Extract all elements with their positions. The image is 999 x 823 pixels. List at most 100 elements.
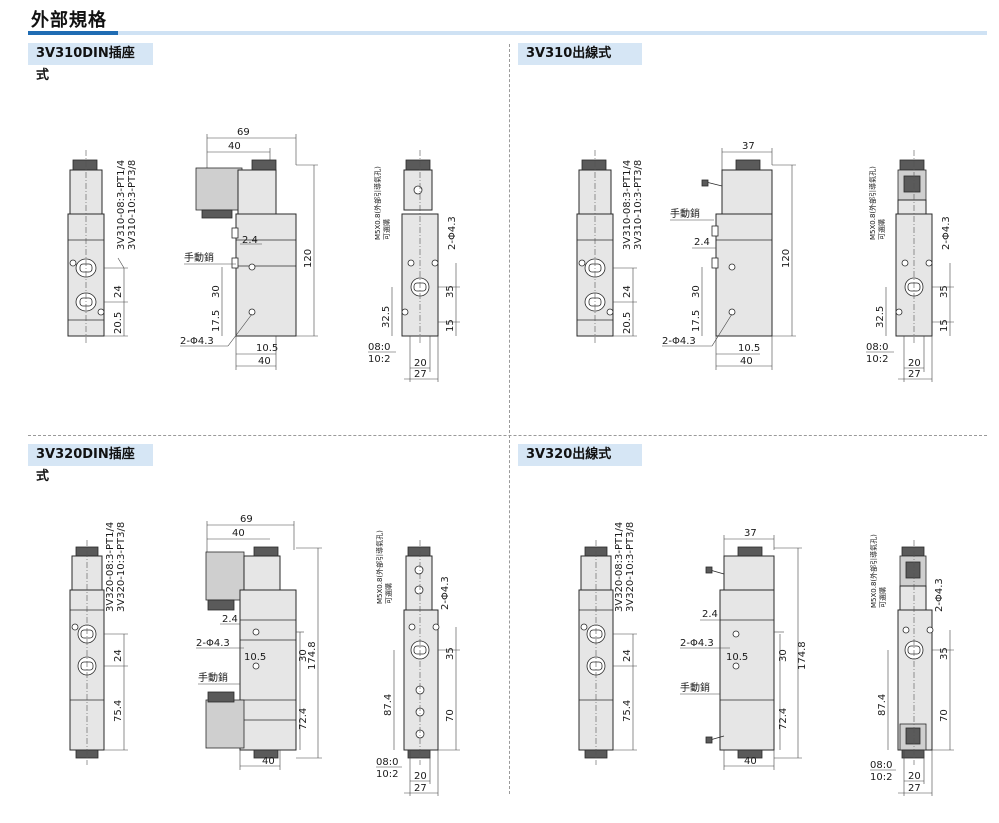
- dim-69: 69: [237, 127, 250, 138]
- dim-24: 24: [622, 285, 633, 298]
- hole-spec-end: 2-Φ4.3: [934, 578, 945, 612]
- dim-2-4: 2.4: [702, 609, 718, 620]
- pilot-port-optional: 可選購: [878, 587, 887, 608]
- pilot-port-optional: 可選購: [384, 583, 393, 604]
- side-view: 37 2.4 2-Φ4.3 10.5 手動銷 30 174.8 72.4 40: [680, 528, 808, 770]
- dim-20: 20: [414, 771, 427, 782]
- port-spec-1: 3V310-08:3-PT1/4: [116, 160, 127, 250]
- title-underline: [118, 31, 987, 35]
- hole-spec-end: 2-Φ4.3: [941, 216, 952, 250]
- front-view: 3V310-08:3-PT1/4 3V310-10:3-PT3/8 24 20.…: [576, 150, 644, 345]
- dim-15: 15: [445, 319, 456, 332]
- hole-spec-end: 2-Φ4.3: [440, 576, 451, 610]
- port-spec-2: 3V310-10:3-PT3/8: [127, 160, 138, 250]
- hole-spec: 2-Φ4.3: [180, 336, 214, 347]
- quadrant-label-3v310-lead: 3V310出線式: [518, 43, 642, 65]
- manual-pin: 手動銷: [670, 207, 700, 220]
- dim-72-4: 72.4: [298, 708, 309, 730]
- pilot-port-optional: 可選購: [382, 219, 391, 240]
- dim-2-4: 2.4: [694, 237, 710, 248]
- dim-24: 24: [113, 285, 124, 298]
- end-view: M5X0.8(外部引導氣孔) 可選購 2-Φ4.3 35 70 87.4 08:…: [869, 534, 954, 796]
- pilot-port-spec: M5X0.8(外部引導氣孔): [869, 534, 878, 608]
- dim-32-5: 32.5: [381, 306, 392, 328]
- dim-10-5: 10.5: [244, 652, 266, 663]
- dim-40-bottom: 40: [258, 356, 271, 367]
- port-spec-1: 3V310-08:3-PT1/4: [622, 160, 633, 250]
- dim-174-8: 174.8: [307, 641, 318, 670]
- side-view: 69 40 120 2.4 手動銷 30 17.5 2-Φ4.3 10.5 40: [180, 127, 318, 370]
- dim-40-bottom: 40: [262, 756, 275, 767]
- end-view: M5X0.8(外部引導氣孔) 可選購 2-Φ4.3 35 15 32.5 08:…: [866, 150, 954, 382]
- dim-87-4: 87.4: [877, 694, 888, 716]
- dim-17-5: 17.5: [211, 310, 222, 332]
- dim-75-4: 75.4: [622, 700, 633, 722]
- orifice-08: 08:0: [866, 342, 888, 353]
- dim-20: 20: [414, 358, 427, 369]
- orifice-10: 10:2: [368, 354, 390, 365]
- dim-15: 15: [939, 319, 950, 332]
- dim-40-bottom: 40: [744, 756, 757, 767]
- port-spec-1: 3V320-08:3-PT1/4: [614, 522, 625, 612]
- pilot-port-spec: M5X0.8(外部引導氣孔): [868, 166, 877, 240]
- pilot-port-spec: M5X0.8(外部引導氣孔): [373, 166, 382, 240]
- dim-27: 27: [908, 369, 921, 380]
- dim-37: 37: [744, 528, 757, 539]
- manual-pin: 手動銷: [184, 251, 214, 264]
- side-view: 69 40 2.4 2-Φ4.3 10.5 手動銷 30 174.8 72.4: [196, 514, 322, 770]
- title-underline-accent: [28, 31, 118, 35]
- manual-pin: 手動銷: [680, 681, 710, 694]
- dim-69: 69: [240, 514, 253, 525]
- side-view: 37 手動銷 2.4 120 30 17.5 2-Φ4.3 10.5 40: [662, 141, 796, 370]
- orifice-10: 10:2: [376, 769, 398, 780]
- dim-37: 37: [742, 141, 755, 152]
- dim-35: 35: [445, 647, 456, 660]
- port-spec-1: 3V320-08:3-PT1/4: [105, 522, 116, 612]
- quadrant-label-3v320-din: 3V320DIN插座式: [28, 444, 153, 484]
- port-spec-2: 3V320-10:3-PT3/8: [625, 522, 636, 612]
- dim-30: 30: [778, 649, 789, 662]
- dim-120: 120: [303, 249, 314, 268]
- quadrant-label-3v320-lead: 3V320出線式: [518, 444, 642, 466]
- dim-40-bottom: 40: [740, 356, 753, 367]
- dim-30: 30: [691, 285, 702, 298]
- vertical-divider: [509, 44, 510, 794]
- page-title: 外部規格: [31, 10, 107, 31]
- dim-27: 27: [414, 783, 427, 794]
- orifice-10: 10:2: [866, 354, 888, 365]
- dim-35: 35: [939, 285, 950, 298]
- dim-40-top: 40: [228, 141, 241, 152]
- dim-10-5: 10.5: [738, 343, 760, 354]
- dim-30: 30: [298, 649, 309, 662]
- dim-27: 27: [414, 369, 427, 380]
- dim-24: 24: [622, 649, 633, 662]
- dim-70: 70: [445, 709, 456, 722]
- dim-75-4: 75.4: [113, 700, 124, 722]
- orifice-08: 08:0: [368, 342, 390, 353]
- dim-20: 20: [908, 358, 921, 369]
- dim-2-4: 2.4: [222, 614, 238, 625]
- dim-24: 24: [113, 649, 124, 662]
- port-spec-2: 3V310-10:3-PT3/8: [633, 160, 644, 250]
- quadrant-label-3v310-din: 3V310DIN插座式: [28, 43, 153, 83]
- hole-spec: 2-Φ4.3: [196, 638, 230, 649]
- dim-17-5: 17.5: [691, 310, 702, 332]
- dim-35: 35: [939, 647, 950, 660]
- dim-27: 27: [908, 783, 921, 794]
- pilot-port-spec: M5X0.8(外部引導氣孔): [375, 530, 384, 604]
- end-view: M5X0.8(外部引導氣孔) 可選購 2-Φ4.3 35 15 32.5 08:…: [368, 150, 460, 382]
- dim-120: 120: [781, 249, 792, 268]
- hole-spec: 2-Φ4.3: [680, 638, 714, 649]
- manual-pin: 手動銷: [198, 671, 228, 684]
- end-view: M5X0.8(外部引導氣孔) 可選購 2-Φ4.3 35 70 87.4 08:…: [375, 530, 460, 796]
- dim-20-5: 20.5: [113, 312, 124, 334]
- dim-2-4: 2.4: [242, 235, 258, 246]
- orifice-10: 10:2: [870, 772, 892, 783]
- front-view: 3V310-08:3-PT1/4 3V310-10:3-PT3/8 24 20.…: [67, 127, 460, 382]
- page-header: 外部規格: [0, 0, 999, 40]
- horizontal-divider: [28, 435, 987, 436]
